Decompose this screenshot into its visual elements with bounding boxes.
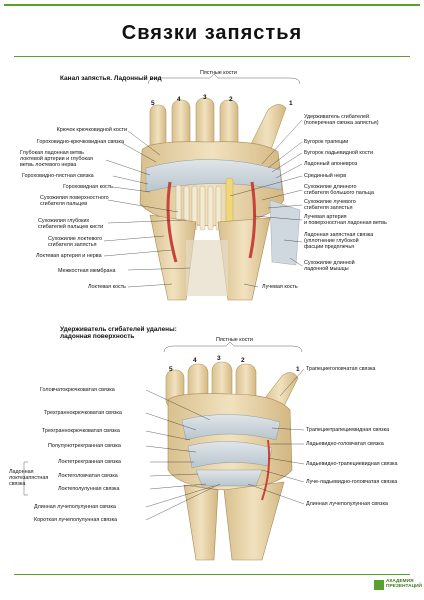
label-scaphoid-tubercle: Бугорок ладьевидной кости: [304, 150, 374, 156]
label-ulnotriquetral-ligament: Локтетрехгранная связка: [58, 459, 121, 465]
label-palmar-aponeurosis: Ладонный апоневроз: [304, 161, 358, 167]
section1-metacarpals-label: Пястные кости: [200, 70, 237, 76]
label-radial-artery: Лучевая артерия и поверхностная ладонная…: [304, 214, 387, 227]
section2-number-2: 2: [241, 357, 245, 364]
label-median-nerve: Срединный нерв: [304, 173, 347, 179]
label-palmar-carpal-ligament: Ладонная запястная связка (уплотнение гл…: [304, 232, 374, 251]
publisher-logo: АКАДЕМИЯ ПРЕЗЕНТАЦИЙ: [374, 579, 422, 593]
label-hamate-hook: Крючок крючковидной кости: [56, 127, 127, 133]
label-fcr-tendon: Сухожилие лучевого сгибателя запястья: [304, 199, 356, 212]
section2-leader-lines: [23, 341, 305, 521]
section2-number-4: 4: [193, 357, 197, 364]
label-pisohamate-ligament: Гороховидно-крючковидная связка: [36, 139, 124, 145]
palmar-surface-illustration: [165, 361, 299, 561]
section1-number-3: 3: [203, 94, 207, 101]
logo-mark-icon: [374, 580, 384, 590]
label-long-radiolunate-ligament-left: Длинная лучеполулунная связка: [34, 504, 116, 510]
label-ulnar-artery-nerve: Локтевая артерия и нерва: [36, 253, 102, 259]
label-long-radiolunate-ligament-right: Длинная лучеполулунная связка: [306, 501, 388, 507]
label-deep-palmar-branch: Глубокая ладонная ветвь локтевой артерии…: [20, 150, 93, 169]
label-scaphocapitate-ligament: Ладьевидно-головчатая связка: [306, 441, 384, 447]
label-deep-flexor-tendons: Сухожилия глубоких сгибателей пальцев ки…: [38, 218, 104, 231]
section1-number-2: 2: [229, 96, 233, 103]
section1-number-4: 4: [177, 96, 181, 103]
section2-number-3: 3: [217, 355, 221, 362]
palmar-fascia: [269, 199, 301, 266]
top-accent-bar: [4, 4, 420, 6]
label-pisometacarpal-ligament: Гороховидно-пястная связка: [22, 173, 94, 179]
logo-text: АКАДЕМИЯ ПРЕЗЕНТАЦИЙ: [386, 579, 422, 590]
label-radius: Лучевая кость: [262, 284, 298, 290]
radius-b: [223, 481, 285, 561]
carpal-ligaments: [181, 414, 281, 487]
label-palmar-ulnocarpal-ligament: Ладонная локтезапястная связка: [9, 469, 49, 488]
label-triquetrohamate-ligament-2: Трехграннокрючковатая связка: [42, 428, 120, 434]
section2-title: Удерживатель сгибателей удалены: ладонна…: [60, 326, 177, 341]
label-scaphotrapezoid-ligament: Ладьевидно-трапециевидная связка: [306, 461, 398, 467]
section1-title: Канал запястья. Ладонный вид: [60, 75, 162, 82]
section1-leader-lines: [103, 73, 303, 288]
page-title: Связки запястья: [121, 22, 303, 44]
section2-number-5: 5: [169, 366, 173, 373]
label-superficial-flexor-tendons: Сухожилия поверхностного сгибателя пальц…: [40, 195, 109, 208]
ulnar-artery: [166, 181, 178, 263]
carpal-tunnel-illustration: [139, 97, 301, 301]
label-capitohamate-ligament: Головчатокрючковатая связка: [40, 387, 115, 393]
label-short-radiolunate-ligament: Короткая лучеполулунная связка: [34, 517, 118, 523]
interosseous-membrane: [186, 240, 228, 296]
label-lunotriquetral-ligament: Полулунотрехгранная связка: [48, 443, 121, 449]
radial-artery: [248, 181, 257, 259]
label-ulnolunate-ligament: Локтеполулунная связка: [58, 486, 120, 492]
title-divider: [14, 56, 410, 57]
label-trapezium-tubercle: Бугорок трапеции: [304, 139, 349, 145]
label-triquetrohamate-ligament-1: Трехграннокрючковатая связка: [44, 410, 122, 416]
section2-metacarpals-label: Пястные кости: [216, 337, 253, 343]
label-interosseous-membrane: Межкостная мембрана: [58, 268, 116, 274]
ulna-b: [183, 484, 219, 561]
logo-line2: ПРЕЗЕНТАЦИЙ: [386, 584, 423, 590]
label-pisiform: Гороховидная кость: [63, 184, 113, 190]
logo-line1: АКАДЕМИЯ: [386, 579, 414, 584]
label-trapeziotrapezoid-ligament: Трапециетрапециевидная связка: [306, 427, 390, 433]
label-fpl-tendon: Сухожилие длинного сгибателя большого па…: [304, 184, 374, 197]
label-trapeziocapitate-ligament: Трапециеголовчатая связка: [306, 366, 376, 372]
section1-number-1: 1: [289, 100, 293, 107]
label-palmaris-longus-tendon: Сухожилие длинной ладонной мышцы: [304, 260, 355, 273]
section2-number-1: 1: [296, 366, 300, 373]
label-radioscaphocapitate-ligament: Луче-ладьевидно-головчатая связка: [306, 479, 398, 485]
label-ulnocapitate-ligament: Локтеголовчатая связка: [58, 473, 118, 479]
section1-number-5: 5: [151, 100, 155, 107]
label-ulna: Локтевая кость: [88, 284, 126, 290]
artery-b: [261, 439, 271, 501]
label-flexor-retinaculum: Удерживатель сгибателей (поперечная связ…: [304, 114, 379, 127]
bottom-divider: [14, 574, 410, 575]
label-ulnar-flexor-tendon: Сухожилие локтевого сгибателя запястья: [48, 236, 103, 249]
